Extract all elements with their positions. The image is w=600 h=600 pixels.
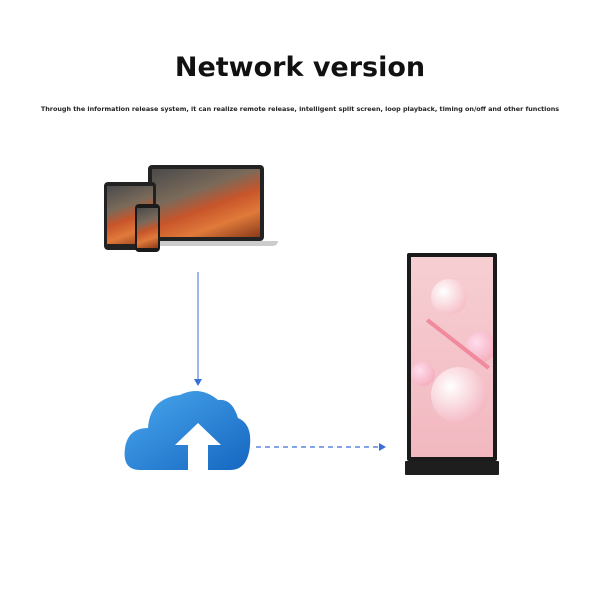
kiosk-display-icon [405,253,499,476]
cloud-upload-icon [124,391,251,470]
dashed-arrow [256,443,386,451]
phone-icon [135,204,160,252]
laptop-icon [142,165,278,249]
page-subtitle: Through the information release system, … [40,105,560,113]
page-title: Network version [174,52,426,83]
vertical-arrow [194,272,202,386]
